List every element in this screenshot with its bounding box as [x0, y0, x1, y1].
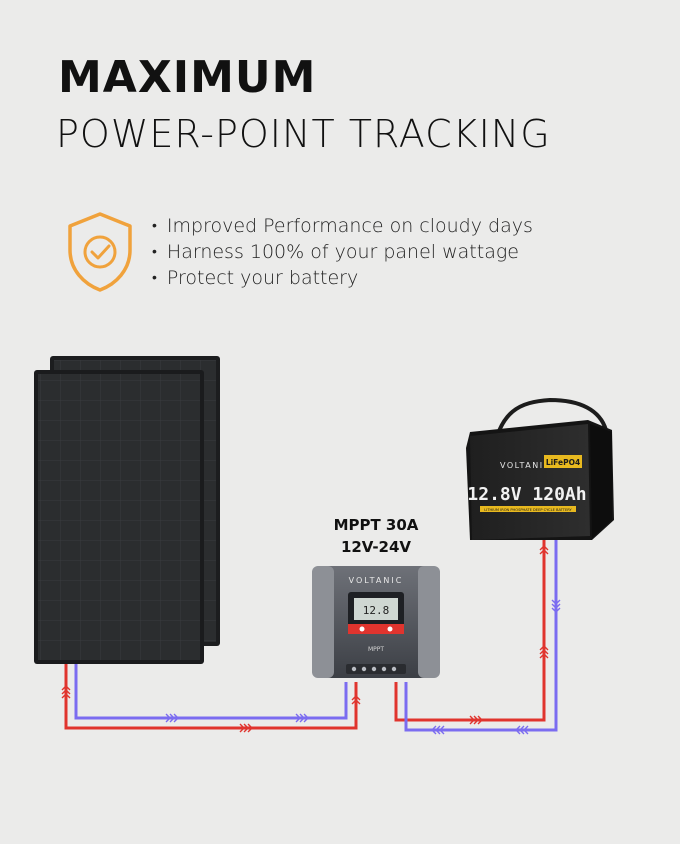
shield-check-icon [68, 212, 132, 292]
solar-panel-front [34, 370, 204, 664]
battery-chem-badge: LiFePO4 [546, 458, 580, 467]
controller-front-label: MPPT [368, 646, 384, 653]
headline-line1: MAXIMUM [58, 52, 317, 103]
current-flow-arrows [61, 545, 561, 735]
battery-subtitle: LITHIUM IRON PHOSPHATE DEEP CYCLE BATTER… [484, 508, 572, 512]
controller-lcd: 12.8 [363, 604, 390, 617]
battery-spec: 12.8V 120Ah [467, 484, 586, 505]
lifepo4-battery: VOLTANIC LiFePO4 12.8V 120Ah LITHIUM IRO… [466, 397, 614, 540]
mppt-model-label: MPPT 30A [333, 516, 419, 534]
feature-item: Harness 100% of your panel wattage [152, 240, 533, 266]
mppt-voltage-label: 12V-24V [340, 538, 412, 556]
headline-line2: POWER-POINT TRACKING [56, 112, 551, 156]
battery-brand: VOLTANIC [500, 461, 551, 470]
wire-panel-to-controller [64, 664, 358, 730]
feature-item: Improved Performance on cloudy days [152, 214, 533, 240]
feature-list: Improved Performance on cloudy days Harn… [152, 214, 533, 292]
mppt-label: MPPT 30A 12V-24V [316, 514, 436, 558]
feature-item: Protect your battery [152, 266, 533, 292]
controller-brand: VOLTANIC [349, 576, 404, 585]
wire-controller-to-battery [394, 540, 558, 732]
mppt-controller: VOLTANIC 12.8 MPPT [312, 566, 440, 678]
